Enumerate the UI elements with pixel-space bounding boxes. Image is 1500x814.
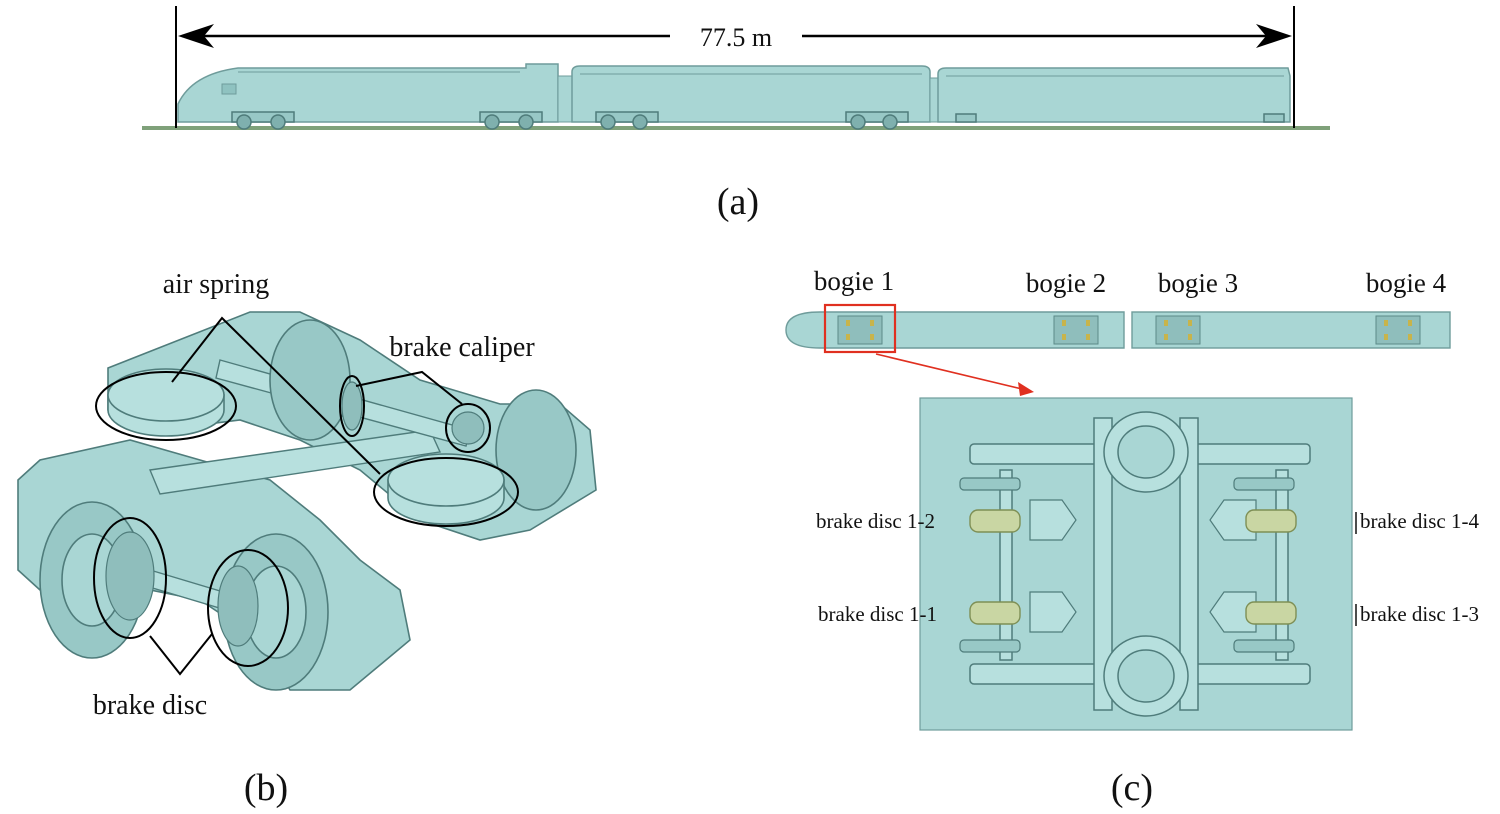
annotation-circles [93, 371, 519, 667]
bogie-label-1: bogie 1 [814, 266, 894, 296]
bogie-wheels [39, 319, 577, 691]
arrowhead-left [178, 24, 214, 48]
zoom-pointer-arrow [875, 353, 1027, 391]
car-gap-2 [929, 77, 939, 123]
panel-c-caption: (c) [1111, 767, 1153, 809]
ground-line [142, 126, 1330, 130]
zoomed-brake-discs [969, 509, 1297, 625]
head-car-cab-window [221, 83, 237, 95]
brake-disc-1-3-label: brake disc 1-3 [1360, 602, 1479, 626]
brake-disc-1-4-label: brake disc 1-4 [1360, 509, 1479, 533]
panel-a-train-side-view: 77.5 m (a) [142, 6, 1330, 223]
panel-c-top-view: bogie 1 bogie 2 bogie 3 bogie 4 [785, 266, 1479, 809]
air-springs [107, 368, 505, 525]
bogie-1-highlight-box [823, 303, 897, 354]
panel-b-caption: (b) [244, 767, 288, 809]
head-car-body [177, 63, 559, 123]
brake-disc-shapes [105, 381, 485, 647]
zoomed-calipers [1029, 499, 1257, 633]
panel-a-caption: (a) [717, 181, 759, 223]
arrowhead-right [1256, 24, 1292, 48]
zoomed-wheelsets [959, 477, 1295, 653]
air-spring-label: air spring [163, 269, 270, 300]
panel-b-bogie-isometric: air spring brake caliper brake disc (b) [17, 269, 597, 809]
brake-disc-label: brake disc [93, 690, 207, 721]
bogie-crossbeam [149, 429, 442, 495]
top-view-bogie-discs [846, 320, 1412, 340]
side-view-wheels [231, 111, 1285, 130]
zoom-pointer-head [1018, 382, 1034, 396]
tail-car-body [937, 67, 1291, 123]
length-label: 77.5 m [700, 23, 772, 52]
top-view-bogies [837, 315, 1421, 345]
middle-car-body [571, 65, 931, 123]
brake-disc-1-2-label: brake disc 1-2 [816, 509, 935, 533]
brake-caliper-label: brake caliper [389, 332, 535, 363]
bogie-label-4: bogie 4 [1366, 268, 1447, 298]
car-gap-1 [557, 75, 573, 123]
bogie-label-3: bogie 3 [1158, 268, 1238, 298]
leader-lines [149, 316, 463, 676]
brake-disc-1-1-label: brake disc 1-1 [818, 602, 937, 626]
bogie-label-2: bogie 2 [1026, 268, 1106, 298]
